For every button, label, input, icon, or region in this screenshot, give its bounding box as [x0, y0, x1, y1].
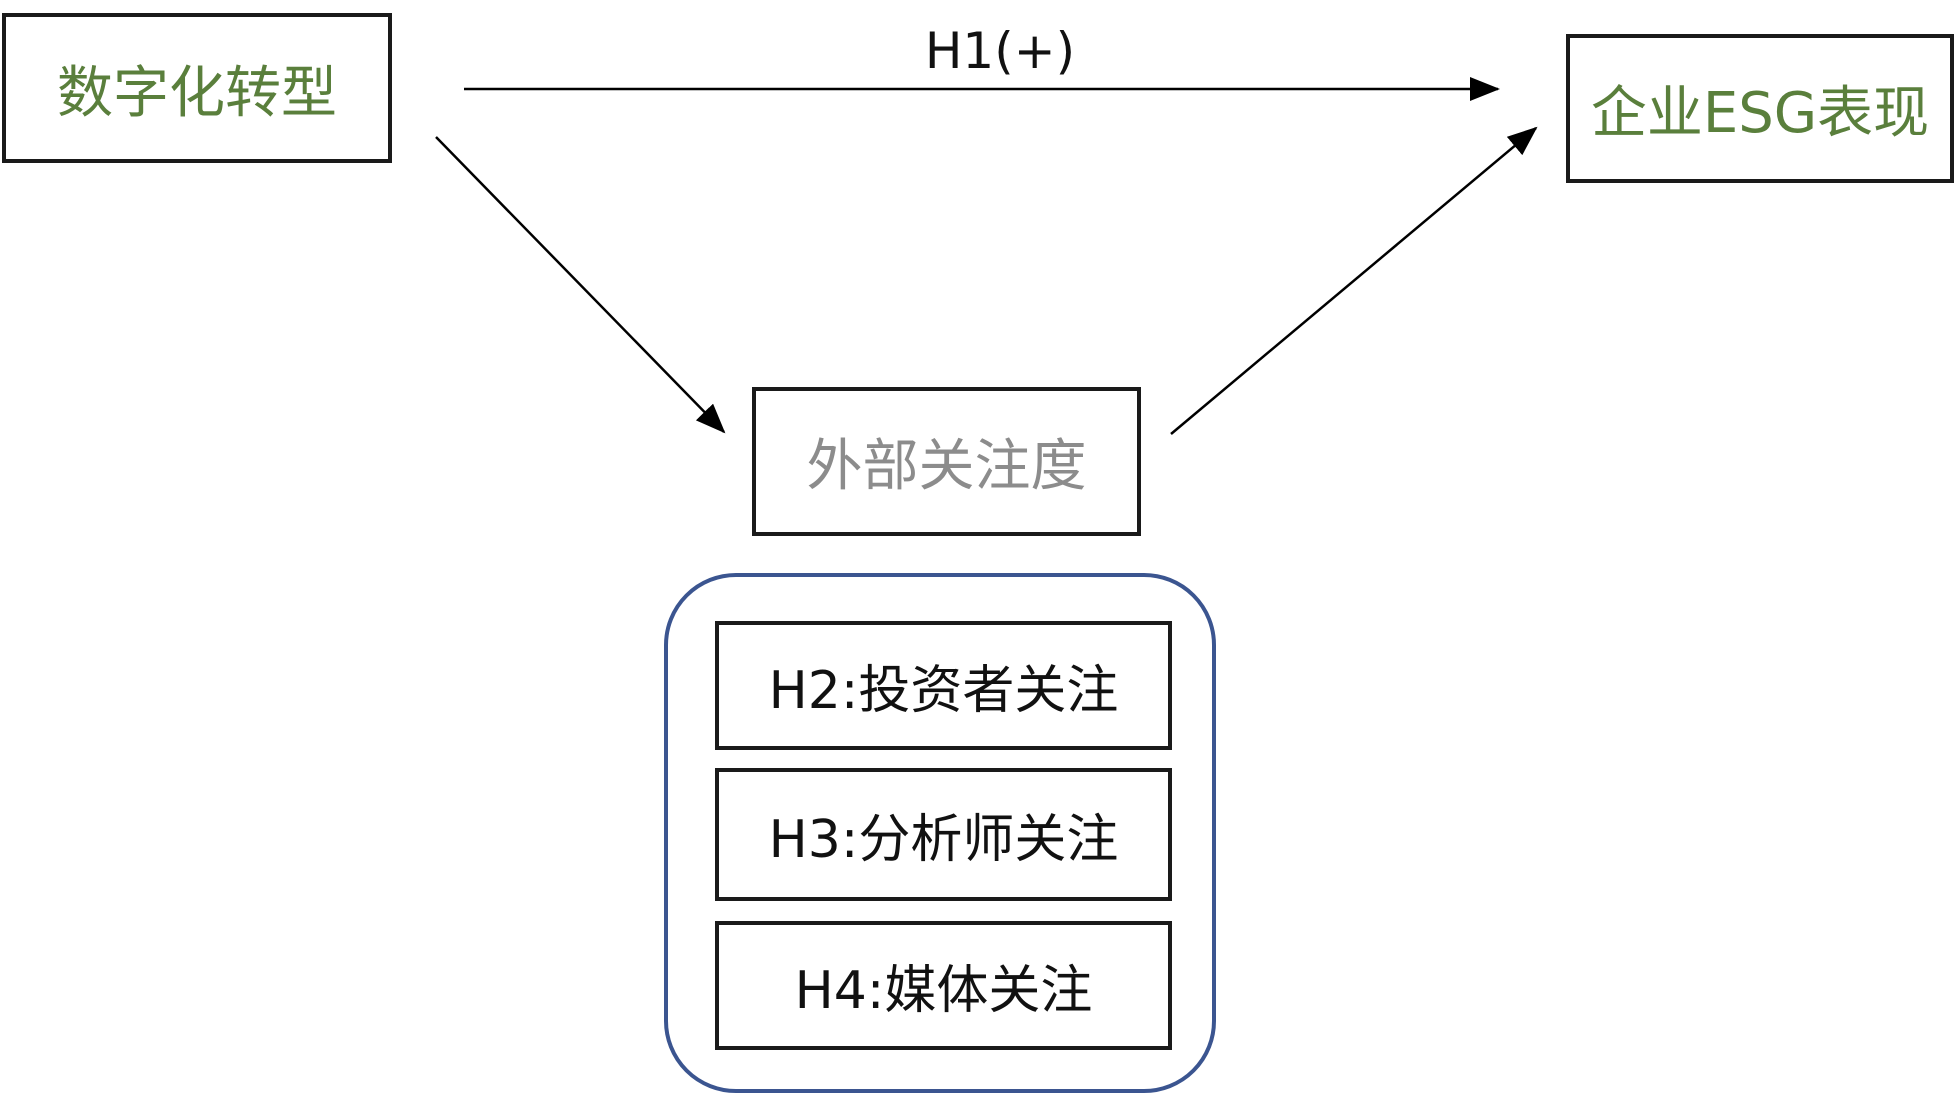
- hypotheses-group-frame: [664, 573, 1216, 1093]
- arrow-mediator-to-outcome: [1170, 126, 1538, 435]
- node-digital-transformation-label: 数字化转型: [57, 60, 337, 126]
- hypothesis-h2-box: H2:投资者关注: [715, 621, 1172, 750]
- hypothesis-h4-label: H4:媒体关注: [794, 961, 1093, 1021]
- hypothesis-h4-box: H4:媒体关注: [715, 921, 1172, 1050]
- node-external-attention-label: 外部关注度: [806, 434, 1087, 499]
- hypothesis-h2-label: H2:投资者关注: [768, 661, 1119, 721]
- hypothesis-h3-box: H3:分析师关注: [715, 768, 1172, 901]
- h1-path-label: H1(+): [924, 22, 1076, 80]
- arrow-to-mediator: [435, 136, 726, 434]
- node-external-attention: 外部关注度: [752, 387, 1141, 536]
- node-digital-transformation: 数字化转型: [2, 13, 392, 163]
- hypothesis-h3-label: H3:分析师关注: [768, 810, 1119, 870]
- node-esg-performance: 企业ESG表现: [1566, 34, 1954, 183]
- node-esg-performance-label: 企业ESG表现: [1590, 81, 1930, 146]
